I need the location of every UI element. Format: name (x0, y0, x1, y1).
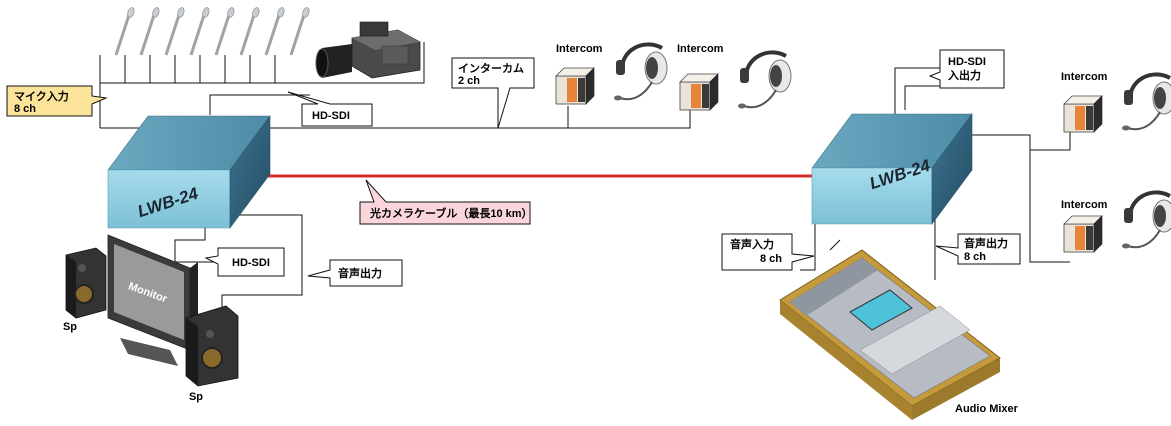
callout-audio-in-right: 音声入力 8 ch (721, 233, 815, 271)
audio-mixer-label: Audio Mixer (955, 403, 1019, 415)
intercom-icon (1063, 95, 1103, 133)
hdsdi-monitor-label: HD-SDI (232, 257, 270, 269)
speaker-icon: Sp (63, 247, 107, 333)
intercom-label-4: Intercom (1061, 199, 1108, 211)
intercom-icon (1063, 215, 1103, 253)
speaker-left-label: Sp (63, 321, 77, 333)
callout-hdsdi-monitor: HD-SDI (204, 247, 285, 277)
hdsdi-io-line1: HD-SDI (948, 56, 986, 68)
intercom-label-2: Intercom (677, 43, 724, 55)
intercom-label-3: Intercom (1061, 71, 1108, 83)
monitor-icon: Monitor (107, 234, 198, 366)
lwb-box-right: LWB-24 (811, 113, 973, 225)
audio-out-right-line1: 音声出力 (964, 236, 1008, 250)
audio-out-left-label: 音声出力 (338, 266, 382, 280)
audio-in-right-line2: 8 ch (760, 253, 782, 265)
mic-input-line2: 8 ch (14, 103, 36, 115)
callout-intercom-2ch: インターカム 2 ch (451, 57, 535, 129)
headset-icon (1120, 190, 1171, 251)
headset-icon (612, 42, 669, 103)
video-camera-icon (315, 21, 421, 79)
wires-right (800, 67, 1071, 280)
callout-hdsdi-top: HD-SDI (287, 91, 373, 127)
callout-audio-out-right: 音声出力 8 ch (935, 233, 1021, 265)
audio-mixer-icon (779, 249, 1001, 420)
headset-icon (1120, 72, 1171, 133)
audio-in-right-line1: 音声入力 (730, 237, 774, 251)
intercom-icon (679, 73, 719, 111)
intercom-icon (555, 67, 595, 105)
callout-hdsdi-io: HD-SDI 入出力 (928, 49, 1005, 89)
wires-left (99, 42, 691, 325)
headset-icon (736, 50, 793, 111)
intercom-label-1: Intercom (556, 43, 603, 55)
intercom-line1: インターカム (458, 62, 524, 75)
intercom-line2: 2 ch (458, 75, 480, 87)
fiber-cable-label: 光カメラケーブル（最長10 km） (369, 206, 533, 220)
hdsdi-top-label: HD-SDI (312, 110, 350, 122)
callout-mic-input: マイク入力 8 ch (6, 85, 108, 117)
callout-audio-out-left: 音声出力 (307, 259, 403, 287)
mic-input-line1: マイク入力 (14, 89, 69, 103)
lwb-box-left: LWB-24 (107, 115, 271, 229)
speaker-right-label: Sp (189, 391, 203, 403)
microphone-icon (114, 5, 312, 57)
audio-out-right-line2: 8 ch (964, 251, 986, 263)
callout-fiber-cable: 光カメラケーブル（最長10 km） (359, 179, 533, 225)
hdsdi-io-line2: 入出力 (948, 68, 981, 82)
speaker-icon: Sp (185, 305, 239, 403)
